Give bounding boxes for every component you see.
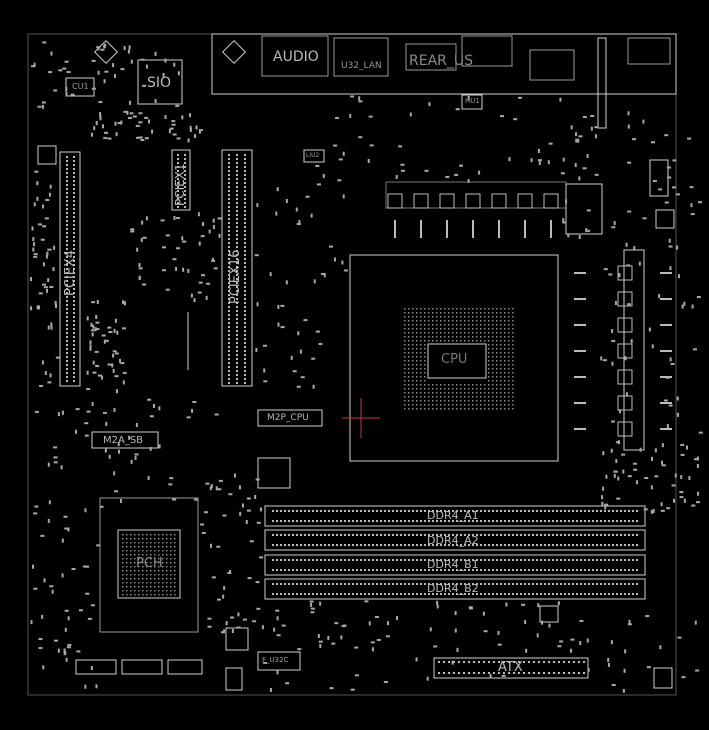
rear-io-outline (211, 33, 677, 95)
right-chip-a (649, 159, 669, 197)
left-chip-square (37, 145, 57, 165)
pciex16-slot (221, 149, 253, 387)
pciex1-label: PCIEX1 (173, 163, 187, 206)
cpu-label: CPU (441, 352, 468, 367)
pciex16-label: PCIEX16 (228, 249, 243, 304)
u32-lan-label: U32_LAN (341, 61, 382, 71)
pciex4-slot (59, 151, 81, 387)
ddr4-a2-slot (264, 529, 646, 551)
red-cross-marker (342, 398, 380, 438)
pch-label: PCH (136, 556, 163, 571)
ddr4-a1-label: DDR4_A1 (427, 509, 479, 522)
chip-small-right (539, 605, 559, 623)
cu1-chip (65, 77, 95, 97)
diamond-chip-io (221, 39, 247, 65)
cpu-socket (349, 254, 559, 462)
rear-usb-label: REAR_US (409, 53, 474, 69)
liu2-chip (303, 149, 325, 163)
hdmi-block (627, 37, 671, 65)
f-u32c-label: F_U32C (262, 656, 289, 664)
lan-block (333, 37, 389, 77)
audio-label: AUDIO (273, 49, 319, 65)
usb-header-2 (121, 659, 163, 675)
hu1-chip (461, 94, 483, 110)
sio-label: SIO (147, 75, 172, 91)
ddr4-b2-label: DDR4_B2 (427, 582, 479, 595)
pch-chip (117, 529, 181, 599)
top-vrm-strip (385, 181, 567, 209)
m2p-cpu-slot (257, 409, 323, 427)
liu2-label: LIU2 (306, 152, 320, 159)
display-port-block (597, 37, 607, 129)
ddr4-b2-slot (264, 578, 646, 600)
vrm-controller (565, 183, 603, 235)
m2p-cpu-label: M2P_CPU (267, 413, 309, 423)
pciex1-slot (171, 149, 191, 211)
ddr4-b1-label: DDR4_B1 (427, 558, 479, 571)
ddr4-a2-label: DDR4_A2 (427, 534, 479, 547)
rear-usb-block (405, 43, 457, 71)
m2a-sb-label: M2A_SB (103, 435, 144, 446)
atx-label: ATX (498, 660, 523, 675)
ddr4-a1-slot (264, 505, 646, 527)
component-dots (30, 41, 703, 693)
audio-jack-block (261, 35, 329, 77)
pciex4-label: PCIEX4 (63, 249, 78, 296)
diamond-chip-left (93, 39, 119, 65)
pch-outer (99, 497, 199, 633)
usb-block-3 (529, 49, 575, 81)
chip-mid-left (257, 457, 291, 489)
m2a-sb-slot (91, 431, 159, 449)
hu1-label: HU1 (465, 97, 480, 105)
sio-chip (137, 59, 183, 105)
chip-bottom-left (225, 627, 249, 651)
usb-header-1 (75, 659, 117, 675)
usb-block-2 (461, 35, 513, 67)
f-u32c-header (257, 651, 301, 671)
front-panel-header (225, 667, 243, 691)
ddr4-b1-slot (264, 554, 646, 576)
cu1-label: CU1 (72, 82, 89, 91)
usb-header-3 (167, 659, 203, 675)
chip-bottom-right (653, 667, 673, 689)
cpu-die (427, 343, 487, 379)
right-chip-b (655, 209, 675, 229)
board-edge (27, 33, 677, 696)
